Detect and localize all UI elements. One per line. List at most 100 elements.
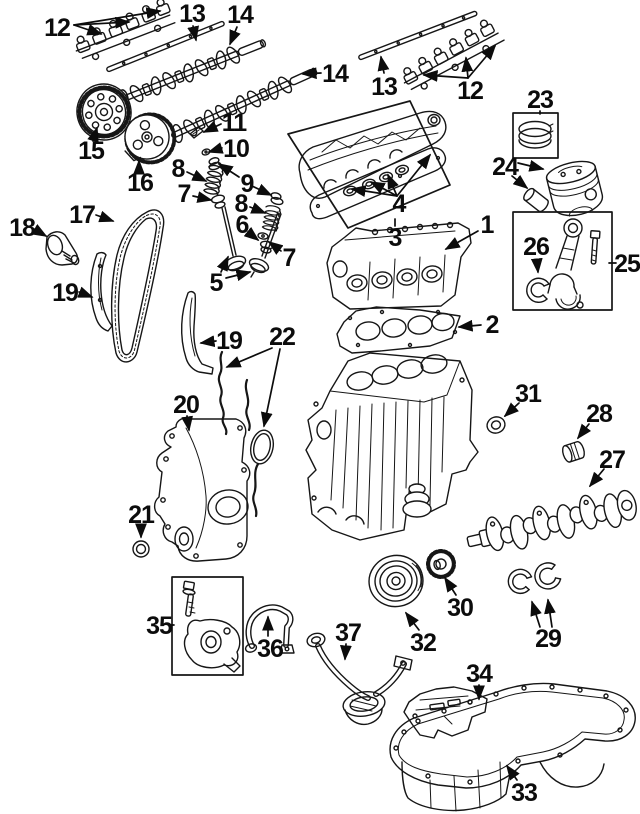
part-number-label: 7 (283, 244, 296, 272)
leader-arrow (517, 160, 545, 172)
leader-arrow (422, 69, 469, 82)
timing-cover-gaskets (217, 350, 275, 518)
callout-8-right: 8 (235, 190, 267, 218)
part-number-label: 3 (389, 224, 402, 252)
part-number-label: 16 (127, 169, 153, 197)
oil-pickup-tube (306, 632, 413, 726)
connecting-rod-box (512, 211, 613, 311)
part-number-label: 10 (223, 135, 249, 163)
callout-26: 26 (523, 233, 550, 274)
part-number-label: 12 (44, 14, 70, 42)
part-number-label: 37 (335, 619, 361, 647)
valve-cover-enclosure-box (287, 100, 451, 229)
leader-arrow (511, 174, 529, 190)
callout-37: 37 (335, 619, 362, 661)
crankshaft-sprocket (426, 549, 456, 579)
callout-7-right: 7 (267, 240, 297, 272)
main-bearing-set (507, 562, 562, 595)
callout-23: 23 (527, 86, 554, 115)
leader-arrow (506, 764, 520, 781)
part-number-label: 13 (179, 0, 205, 28)
leader-arrow (181, 415, 193, 432)
part-number-label: 19 (216, 327, 242, 355)
exhaust-valve (248, 211, 282, 278)
leader-arrow (339, 643, 352, 661)
callout-13-left: 13 (179, 0, 206, 42)
leader-arrow (377, 55, 390, 74)
piston-rings (518, 120, 554, 149)
part-number-label: 28 (586, 400, 613, 428)
valve-spring-retainer-right (270, 192, 284, 206)
piston (545, 160, 604, 217)
callout-13-right: 13 (371, 55, 398, 101)
part-number-label: 34 (466, 660, 493, 688)
crankshaft (466, 489, 637, 552)
part-number-label: 20 (173, 391, 199, 419)
part-number-label: 1 (481, 211, 495, 239)
leader-arrow (544, 598, 556, 628)
part-number-label: 12 (457, 77, 483, 105)
valve-shaft-intake (105, 20, 226, 73)
callout-4: 4 (350, 153, 432, 218)
part-number-label: 5 (210, 269, 224, 297)
camshaft-plug-seal (486, 416, 506, 434)
part-number-label: 35 (146, 612, 173, 640)
callout-29: 29 (530, 598, 562, 653)
part-number-label: 23 (527, 86, 553, 114)
oil-pump (182, 580, 241, 673)
piston-pin (523, 187, 549, 213)
valve-cover (298, 110, 447, 199)
part-number-label: 7 (178, 180, 191, 208)
part-number-label: 18 (9, 214, 36, 242)
callout-19-right: 19 (199, 327, 243, 355)
callout-21: 21 (128, 501, 156, 539)
callout-32: 32 (404, 611, 437, 657)
callout-22: 22 (225, 323, 296, 428)
callout-30: 30 (444, 576, 474, 622)
part-number-label: 33 (511, 779, 537, 807)
camshaft-timing-sprocket-vvt (124, 112, 177, 165)
callout-25: 25 (608, 250, 640, 278)
part-number-label: 32 (410, 629, 436, 657)
leader-arrow (530, 257, 543, 274)
part-number-label: 29 (535, 625, 561, 653)
connecting-rod (547, 218, 583, 295)
part-number-label: 6 (236, 211, 249, 239)
rocker-cap-assembly-intake (73, 0, 176, 61)
leader-arrow (207, 142, 224, 154)
callout-6: 6 (236, 211, 260, 242)
leader-arrow (95, 210, 115, 223)
leader-arrow (260, 348, 281, 428)
rod-bearing-cap (555, 294, 584, 310)
leader-arrow (225, 347, 273, 368)
callout-16: 16 (127, 159, 154, 197)
oil-pan-baffle (403, 686, 488, 739)
callout-31: 31 (503, 380, 543, 418)
callout-3: 3 (389, 218, 403, 252)
leader-arrow (199, 335, 217, 348)
callout-7-left: 7 (178, 180, 213, 208)
callout-17: 17 (69, 201, 115, 229)
timing-chain (110, 209, 165, 363)
callout-34: 34 (466, 660, 494, 701)
leader-arrow (187, 25, 199, 42)
part-number-label: 36 (257, 635, 283, 663)
leader-arrow (249, 202, 267, 214)
crankshaft-front-seal (132, 540, 150, 558)
callout-15: 15 (78, 126, 106, 165)
leader-arrow (396, 153, 432, 197)
pilot-bushing (561, 441, 585, 463)
chain-tensioner (45, 231, 80, 266)
leader-arrow (530, 600, 542, 628)
part-number-label: 26 (523, 233, 549, 261)
leader-arrow (267, 240, 284, 255)
callout-11: 11 (202, 109, 248, 137)
leader-arrow (251, 183, 273, 196)
timing-cover (153, 417, 251, 562)
leader-arrow (229, 26, 241, 46)
crankshaft-pulley (368, 554, 424, 608)
leader-arrow (461, 56, 474, 79)
